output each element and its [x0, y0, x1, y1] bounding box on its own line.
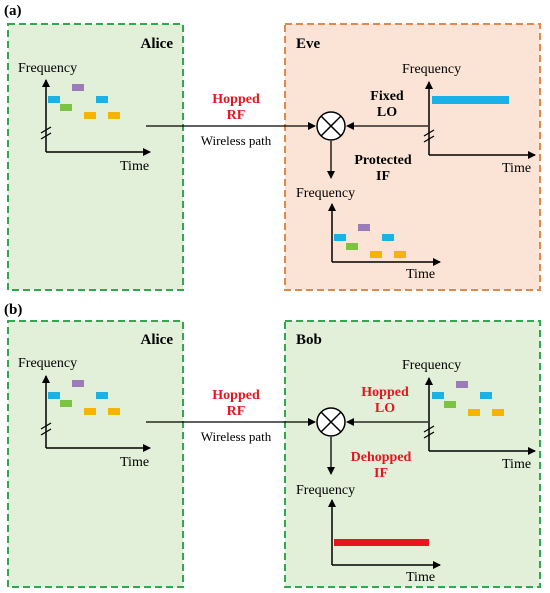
x-axis-label: Time: [502, 161, 531, 176]
hop-block: [108, 112, 120, 119]
hop-block: [480, 392, 492, 399]
panel-a-label: (a): [4, 3, 22, 19]
signal-label-line2-a: RF: [227, 108, 246, 123]
signal-label-line1-a: Hopped: [212, 92, 260, 107]
hop-block: [96, 392, 108, 399]
alice-plot-b: Frequency Time: [18, 356, 151, 470]
y-axis-label: Frequency: [18, 61, 77, 76]
hop-block: [468, 409, 480, 416]
fixed-lo-signal: [432, 96, 509, 104]
bob-if-plot: Frequency Time: [296, 483, 441, 585]
hop-block: [394, 251, 406, 258]
y-axis-label: Frequency: [402, 62, 461, 77]
x-axis-label: Time: [502, 457, 531, 472]
alice-title-b: Alice: [141, 332, 174, 348]
hop-block: [108, 408, 120, 415]
hop-block: [334, 234, 346, 241]
eve-box: [284, 23, 541, 291]
x-axis-label: Time: [120, 159, 149, 174]
hop-block: [48, 392, 60, 399]
alice-box-b: [7, 320, 184, 588]
axis-break-icon: [423, 425, 435, 439]
x-axis-label: Time: [120, 455, 149, 470]
hop-block: [382, 234, 394, 241]
signal-label-line1-b: Hopped: [212, 388, 260, 403]
hop-block: [358, 224, 370, 231]
path-label-a: Wireless path: [201, 133, 272, 148]
y-axis-label: Frequency: [18, 356, 77, 371]
alice-title-a: Alice: [141, 36, 174, 52]
axis-break-icon: [40, 422, 52, 436]
hop-block: [444, 401, 456, 408]
hop-block: [96, 96, 108, 103]
panel-b-label: (b): [4, 302, 22, 318]
eve-lo-plot: Frequency Time: [402, 62, 536, 176]
hop-block: [370, 251, 382, 258]
mixer-icon: [316, 111, 346, 141]
y-axis-label: Frequency: [296, 483, 355, 498]
if-label-line2-b: IF: [374, 466, 388, 481]
eve-title: Eve: [296, 36, 321, 52]
mixer-icon: [316, 407, 346, 437]
panel-a: (a) Alice Frequency Time Eve Hopped RF: [4, 3, 541, 291]
hop-block: [492, 409, 504, 416]
lo-label-line2-b: LO: [375, 401, 395, 416]
signal-label-line2-b: RF: [227, 404, 246, 419]
hop-block: [84, 112, 96, 119]
if-label-line2-a: IF: [376, 169, 390, 184]
y-axis-label: Frequency: [296, 186, 355, 201]
hop-block: [72, 380, 84, 387]
x-axis-label: Time: [406, 570, 435, 585]
dehopped-if-signal: [334, 539, 429, 546]
hop-block: [84, 408, 96, 415]
axis-break-icon: [40, 126, 52, 140]
path-label-b: Wireless path: [201, 429, 272, 444]
lo-label-line1-a: Fixed: [370, 89, 404, 104]
x-axis-label: Time: [406, 267, 435, 282]
lo-label-line1-b: Hopped: [361, 385, 409, 400]
y-axis-label: Frequency: [402, 358, 461, 373]
hop-block: [456, 381, 468, 388]
eve-if-plot: Frequency Time: [296, 186, 441, 282]
if-label-line1-a: Protected: [354, 153, 411, 168]
if-label-line1-b: Dehopped: [351, 450, 412, 465]
hop-block: [432, 392, 444, 399]
axis-break-icon: [423, 129, 435, 143]
hop-block: [48, 96, 60, 103]
hop-block: [60, 400, 72, 407]
bob-title: Bob: [296, 332, 322, 348]
hop-block: [346, 243, 358, 250]
panel-b: (b) Alice Frequency Time Bob Hopped RF: [4, 302, 541, 588]
bob-lo-plot: Frequency Time: [402, 358, 536, 472]
lo-label-line2-a: LO: [377, 105, 397, 120]
alice-box-a: [7, 23, 184, 291]
alice-plot-a: Frequency Time: [18, 61, 151, 174]
hop-block: [72, 84, 84, 91]
hop-block: [60, 104, 72, 111]
